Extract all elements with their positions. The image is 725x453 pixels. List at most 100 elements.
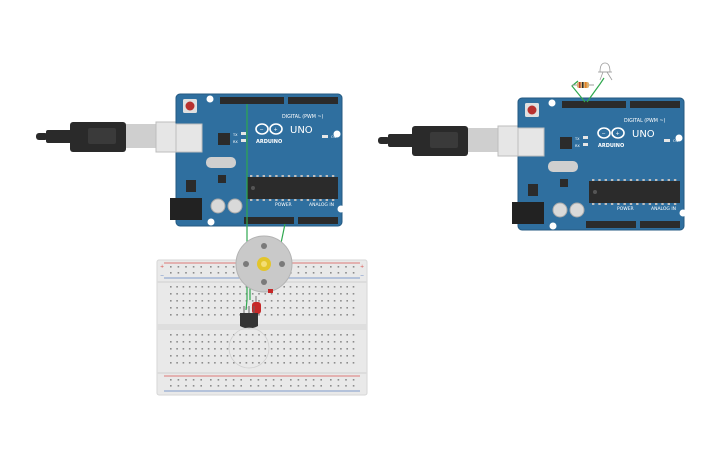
breadboard-hole[interactable] [346, 293, 348, 295]
digital-header[interactable] [630, 101, 680, 108]
breadboard-rail-hole[interactable] [232, 272, 235, 274]
breadboard-hole[interactable] [195, 300, 197, 302]
breadboard-hole[interactable] [264, 300, 267, 302]
breadboard-hole[interactable] [220, 300, 222, 302]
breadboard-hole[interactable] [283, 348, 285, 350]
breadboard-rail-hole[interactable] [225, 379, 227, 381]
breadboard-hole[interactable] [201, 286, 204, 288]
breadboard-hole[interactable] [207, 355, 210, 357]
breadboard-hole[interactable] [321, 307, 323, 309]
breadboard-hole[interactable] [321, 314, 323, 316]
breadboard-rail-hole[interactable] [192, 272, 195, 274]
breadboard-hole[interactable] [170, 355, 172, 357]
breadboard-hole[interactable] [258, 314, 260, 316]
breadboard-hole[interactable] [195, 314, 197, 316]
usb-cable-right[interactable] [378, 125, 545, 157]
breadboard-rail-hole[interactable] [232, 379, 235, 381]
breadboard-rail-hole[interactable] [210, 272, 212, 274]
breadboard-hole[interactable] [333, 341, 336, 343]
breadboard-hole[interactable] [314, 286, 317, 288]
breadboard-hole[interactable] [352, 293, 355, 295]
breadboard-hole[interactable] [182, 307, 185, 309]
breadboard-hole[interactable] [333, 293, 336, 295]
breadboard-hole[interactable] [352, 334, 355, 336]
breadboard-hole[interactable] [277, 355, 279, 357]
breadboard-rail-hole[interactable] [337, 272, 340, 274]
breadboard-hole[interactable] [214, 307, 216, 309]
breadboard-hole[interactable] [239, 334, 241, 336]
breadboard-hole[interactable] [314, 307, 317, 309]
breadboard-rail-hole[interactable] [217, 385, 220, 387]
breadboard-hole[interactable] [340, 293, 342, 295]
breadboard-hole[interactable] [182, 300, 185, 302]
breadboard-hole[interactable] [195, 362, 197, 364]
breadboard-rail-hole[interactable] [177, 385, 180, 387]
breadboard-hole[interactable] [333, 348, 336, 350]
breadboard-hole[interactable] [321, 341, 323, 343]
breadboard-rail-hole[interactable] [337, 266, 340, 268]
breadboard-rail-hole[interactable] [297, 272, 300, 274]
breadboard-hole[interactable] [270, 293, 273, 295]
breadboard-hole[interactable] [352, 300, 355, 302]
breadboard-rail-hole[interactable] [170, 385, 172, 387]
breadboard-hole[interactable] [201, 307, 204, 309]
breadboard-hole[interactable] [340, 314, 342, 316]
breadboard-hole[interactable] [170, 348, 172, 350]
breadboard-hole[interactable] [327, 300, 330, 302]
breadboard-rail-hole[interactable] [232, 266, 235, 268]
breadboard-hole[interactable] [245, 341, 248, 343]
breadboard-hole[interactable] [289, 314, 292, 316]
breadboard-hole[interactable] [270, 362, 273, 364]
breadboard-hole[interactable] [251, 341, 254, 343]
breadboard-hole[interactable] [226, 334, 229, 336]
breadboard-hole[interactable] [233, 314, 235, 316]
breadboard-rail-hole[interactable] [305, 266, 307, 268]
breadboard-hole[interactable] [226, 307, 229, 309]
breadboard-hole[interactable] [226, 348, 229, 350]
breadboard-hole[interactable] [233, 286, 235, 288]
breadboard-hole[interactable] [302, 314, 304, 316]
breadboard-hole[interactable] [214, 341, 216, 343]
breadboard-hole[interactable] [195, 341, 197, 343]
breadboard-rail-hole[interactable] [312, 379, 315, 381]
breadboard-hole[interactable] [170, 307, 172, 309]
breadboard-hole[interactable] [170, 293, 172, 295]
breadboard-hole[interactable] [296, 286, 298, 288]
breadboard-rail-hole[interactable] [272, 385, 275, 387]
breadboard-hole[interactable] [214, 362, 216, 364]
breadboard-hole[interactable] [340, 355, 342, 357]
breadboard-hole[interactable] [251, 300, 254, 302]
breadboard-rail-hole[interactable] [257, 385, 260, 387]
breadboard-hole[interactable] [296, 355, 298, 357]
breadboard-hole[interactable] [195, 293, 197, 295]
breadboard-rail-hole[interactable] [217, 266, 220, 268]
breadboard-hole[interactable] [201, 341, 204, 343]
breadboard-hole[interactable] [277, 362, 279, 364]
breadboard-hole[interactable] [321, 334, 323, 336]
breadboard-rail-hole[interactable] [305, 385, 307, 387]
breadboard-hole[interactable] [289, 355, 292, 357]
breadboard-hole[interactable] [170, 286, 172, 288]
breadboard-rail-hole[interactable] [345, 272, 347, 274]
reset-button[interactable] [183, 99, 197, 113]
breadboard-rail-hole[interactable] [170, 266, 172, 268]
breadboard-hole[interactable] [207, 307, 210, 309]
breadboard-hole[interactable] [195, 334, 197, 336]
breadboard-rail-hole[interactable] [337, 385, 340, 387]
breadboard-rail-hole[interactable] [210, 385, 212, 387]
breadboard-hole[interactable] [277, 314, 279, 316]
breadboard-hole[interactable] [289, 341, 292, 343]
breadboard-hole[interactable] [233, 362, 235, 364]
breadboard-rail-hole[interactable] [185, 385, 187, 387]
breadboard-rail-hole[interactable] [225, 385, 227, 387]
breadboard-hole[interactable] [308, 300, 311, 302]
breadboard-hole[interactable] [327, 286, 330, 288]
breadboard-hole[interactable] [220, 286, 222, 288]
breadboard-hole[interactable] [302, 293, 304, 295]
breadboard-hole[interactable] [321, 286, 323, 288]
breadboard-rail-hole[interactable] [250, 379, 252, 381]
breadboard-hole[interactable] [176, 355, 178, 357]
breadboard-hole[interactable] [283, 355, 285, 357]
breadboard-rail-hole[interactable] [257, 379, 260, 381]
breadboard-hole[interactable] [283, 307, 285, 309]
